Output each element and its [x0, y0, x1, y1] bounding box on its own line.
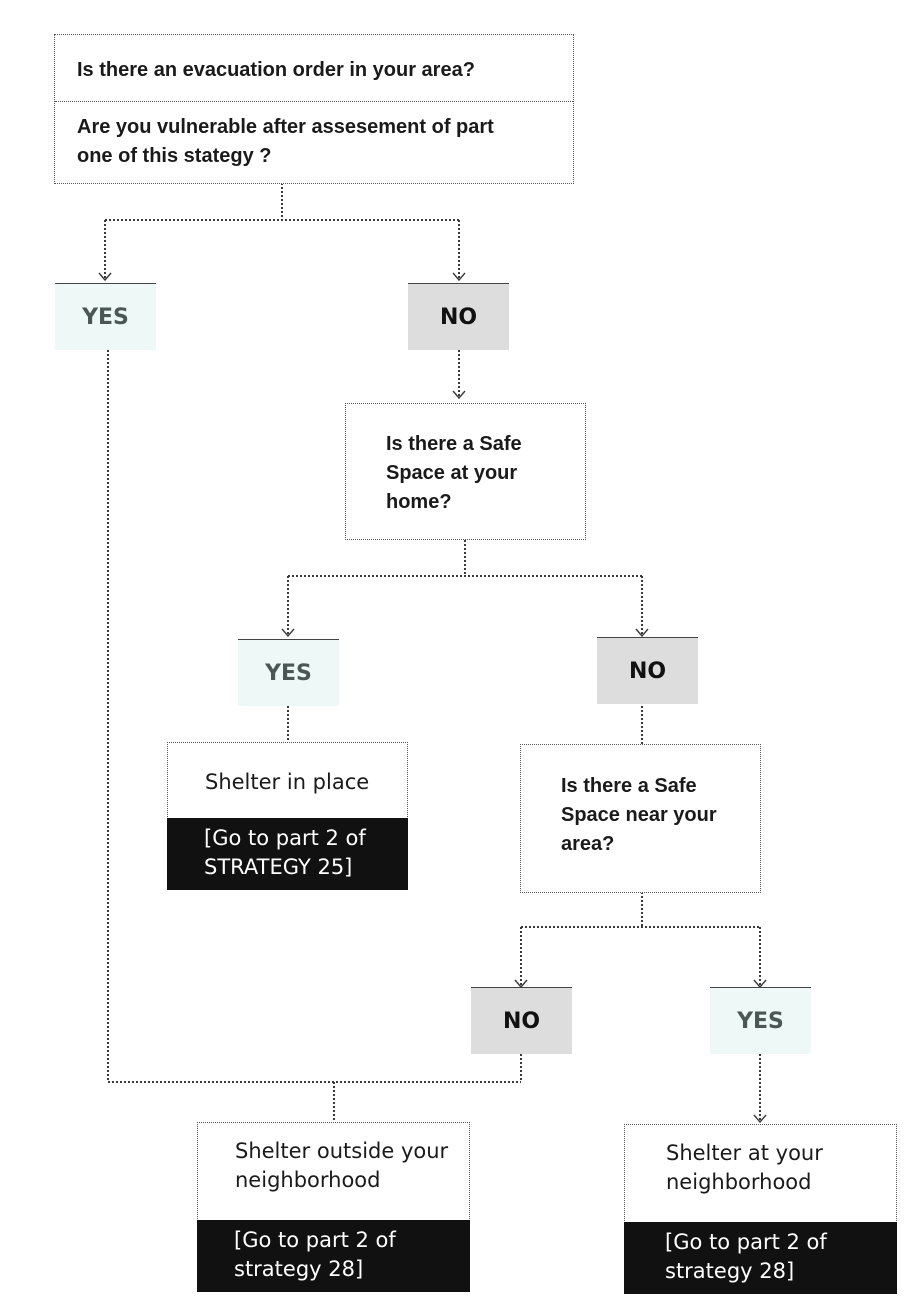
no-label-3: NO — [471, 987, 572, 1054]
arrowhead-no-2 — [635, 628, 649, 638]
shelter-neighborhood-title-line1: Shelter at your — [666, 1141, 823, 1165]
shelter-in-place-title: Shelter in place — [205, 770, 370, 794]
area-question-line1: Is there a Safe — [561, 775, 697, 797]
shelter-neighborhood-note-line2: strategy 28] — [665, 1259, 795, 1283]
arrowhead-no-1 — [452, 272, 466, 282]
shelter-in-place-box: Shelter in place — [167, 742, 408, 819]
home-question-line1: Is there a Safe — [386, 433, 522, 455]
area-safe-space-question-box: Is there a Safe Space near your area? — [520, 744, 761, 893]
arrowhead-neighborhood — [753, 1114, 767, 1124]
shelter-neighborhood-note-line1: [Go to part 2 of — [665, 1230, 827, 1254]
home-safe-space-question-box: Is there a Safe Space at your home? — [345, 403, 586, 540]
area-question-line2: Space near your — [561, 804, 717, 826]
shelter-neighborhood-box: Shelter at your neighborhood — [624, 1124, 897, 1223]
shelter-outside-note-line1: [Go to part 2 of — [234, 1228, 396, 1252]
vulnerability-question-line2: one of this stategy ? — [77, 145, 272, 167]
yes-label-3: YES — [710, 987, 811, 1054]
arrowhead-home — [452, 390, 466, 400]
area-question-line3: area? — [561, 833, 615, 855]
shelter-outside-title-line2: neighborhood — [235, 1168, 381, 1192]
shelter-neighborhood-title-line2: neighborhood — [666, 1170, 812, 1194]
no-label-1: NO — [408, 283, 509, 350]
evacuation-question: Is there an evacuation order in your are… — [77, 59, 475, 81]
shelter-outside-note: [Go to part 2 of strategy 28] — [197, 1220, 470, 1292]
shelter-outside-note-line2: strategy 28] — [234, 1257, 364, 1281]
arrowhead-yes-2 — [281, 628, 295, 638]
shelter-in-place-note: [Go to part 2 of STRATEGY 25] — [167, 818, 408, 890]
root-divider — [55, 101, 573, 102]
arrowhead-yes-1 — [98, 272, 112, 282]
shelter-in-place-note-line1: [Go to part 2 of — [204, 826, 366, 850]
home-question-line2: Space at your — [386, 462, 518, 484]
shelter-outside-box: Shelter outside your neighborhood — [197, 1122, 470, 1221]
shelter-in-place-note-line2: STRATEGY 25] — [204, 855, 353, 879]
shelter-outside-title-line1: Shelter outside your — [235, 1139, 449, 1163]
yes-label-1: YES — [55, 283, 156, 350]
root-question-box: Is there an evacuation order in your are… — [54, 34, 574, 184]
shelter-neighborhood-note: [Go to part 2 of strategy 28] — [624, 1222, 897, 1294]
home-question-line3: home? — [386, 491, 452, 513]
yes-label-2: YES — [238, 639, 339, 706]
no-label-2: NO — [597, 637, 698, 704]
vulnerability-question-line1: Are you vulnerable after assesement of p… — [77, 116, 494, 138]
